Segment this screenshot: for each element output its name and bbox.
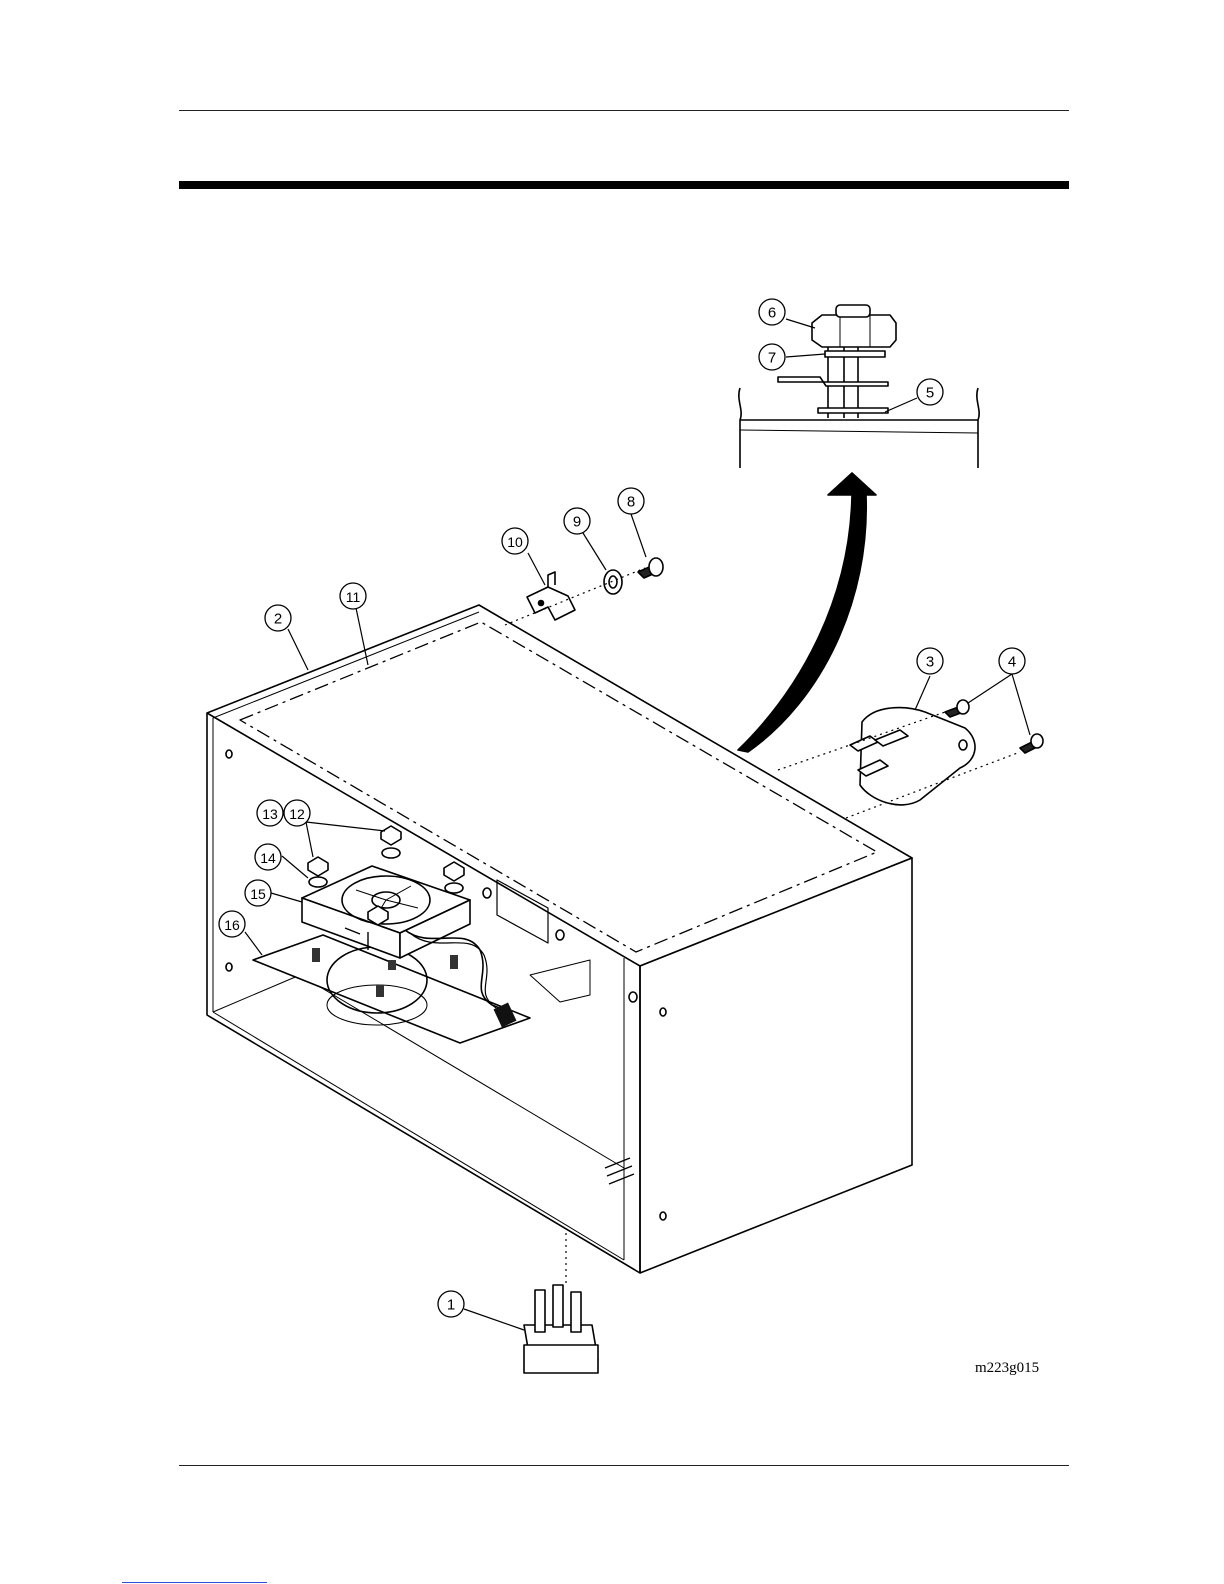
callout-label-13: 13 xyxy=(262,806,278,822)
callout-label-6: 6 xyxy=(768,305,776,322)
callout-label-4: 4 xyxy=(1008,654,1016,671)
callout-label-12: 12 xyxy=(289,806,305,822)
callout-label-9: 9 xyxy=(573,514,581,531)
callout-label-1: 1 xyxy=(447,1297,455,1314)
callout-label-14: 14 xyxy=(260,850,276,866)
ground-clip-hardware xyxy=(505,558,663,625)
figure-id: m223g015 xyxy=(975,1360,1039,1377)
callout-label-7: 7 xyxy=(768,350,776,367)
callout-label-16: 16 xyxy=(224,917,240,933)
callout-label-10: 10 xyxy=(507,534,523,550)
ground-stud-detail xyxy=(738,305,979,752)
power-switch xyxy=(524,1233,598,1373)
callout-label-8: 8 xyxy=(627,494,635,511)
callout-label-2: 2 xyxy=(274,611,282,628)
power-inlet-module xyxy=(778,700,1043,818)
callout-label-15: 15 xyxy=(250,886,266,902)
callout-label-5: 5 xyxy=(926,385,934,402)
callout-label-3: 3 xyxy=(926,654,934,671)
callout-label-11: 11 xyxy=(346,589,361,605)
